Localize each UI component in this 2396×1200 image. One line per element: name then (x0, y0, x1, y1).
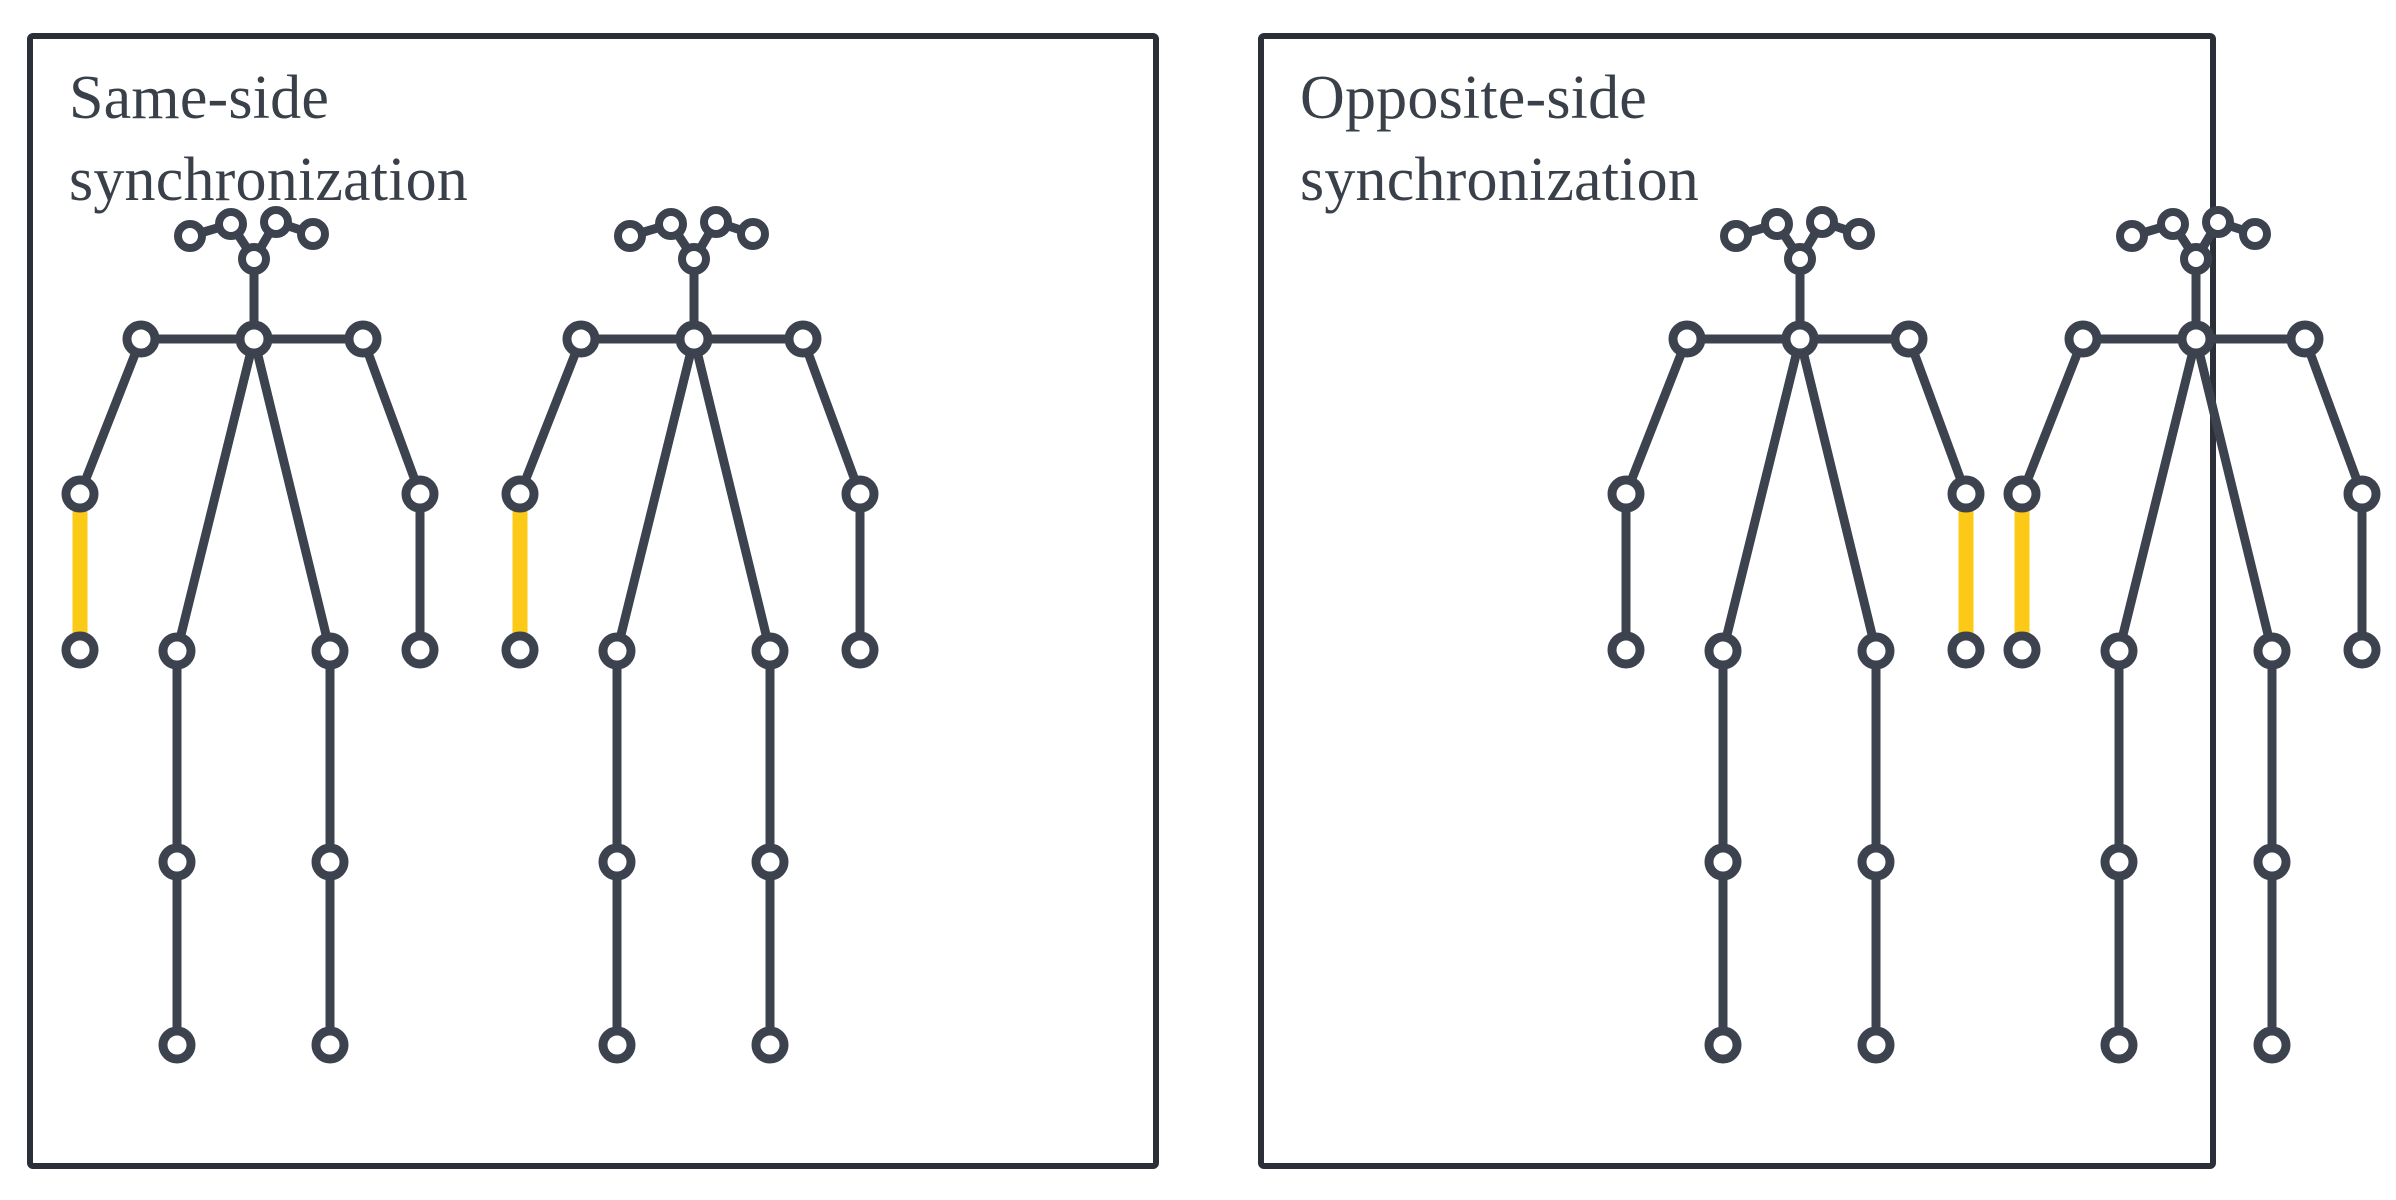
joint-right-ear (2239, 218, 2271, 250)
joint-right-elbow (2343, 475, 2381, 513)
joint-right-shoulder (2286, 320, 2324, 358)
joint-right-knee (2253, 843, 2291, 881)
panel-opposite-side: Opposite-side synchronization (1258, 33, 2216, 1169)
joint-right-wrist (2343, 631, 2381, 669)
bone-right_shoulder-to-right_elbow (2300, 334, 2367, 499)
panel-title-same-side: Same-side synchronization (69, 64, 469, 215)
bone-right_ear-to-right_eye (2213, 217, 2260, 239)
joint-right-ankle (2253, 1026, 2291, 1064)
panel-title-opposite-side: Opposite-side synchronization (1300, 64, 1700, 215)
joint-right-hip (2253, 632, 2291, 670)
panel-same-side: Same-side synchronization (27, 33, 1159, 1169)
